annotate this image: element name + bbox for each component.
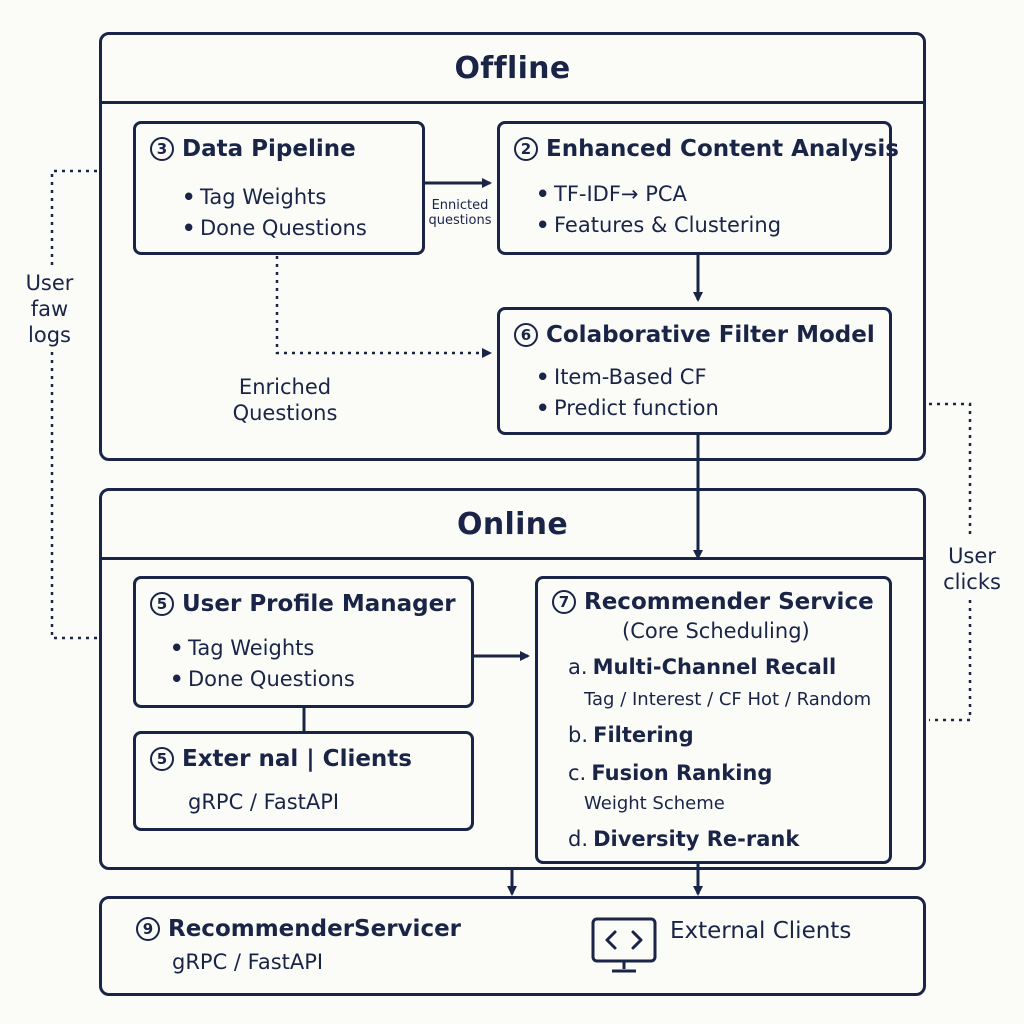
recall-step-detail: Tag / Interest / CF Hot / Random: [584, 689, 872, 710]
servicer-panel: [99, 896, 926, 996]
step-number-badge: 9: [136, 917, 160, 941]
code-monitor-icon: [590, 916, 658, 980]
offline-panel: Offline: [99, 32, 926, 461]
fusion-ranking-detail: Weight Scheme: [584, 793, 725, 814]
user-clicks-label: User clicks: [943, 544, 1001, 594]
list-item: •Predict function: [536, 396, 719, 420]
list-item: •Features & Clustering: [536, 213, 782, 237]
recommender-servicer-subtitle: gRPC / FastAPI: [172, 950, 324, 974]
recommender-servicer: 9 RecommenderServicer gRPC / FastAPI: [136, 916, 461, 974]
step-number-badge: 5: [150, 747, 174, 771]
filtering-step: b. Filtering: [568, 723, 694, 747]
step-number-badge: 2: [514, 137, 538, 161]
diversity-rerank-step: d. Diversity Re-rank: [568, 827, 800, 851]
dotted-user-logs-lower: [50, 352, 97, 640]
list-item: •Done Questions: [182, 216, 367, 240]
recommender-service-title: Recommender Service: [584, 589, 874, 615]
fusion-ranking-step: c. Fusion Ranking: [568, 761, 773, 785]
data-pipeline-list: •Tag Weights •Done Questions: [182, 182, 367, 244]
online-panel: Online: [99, 488, 926, 870]
list-item: •Tag Weights: [182, 185, 327, 209]
external-clients-footer-label: External Clients: [670, 918, 852, 944]
list-item: •TF-IDF→ PCA: [536, 182, 687, 206]
cf-model-title: Colaborative Filter Model: [546, 322, 875, 348]
recommender-servicer-title: RecommenderServicer: [168, 916, 462, 942]
list-item: •Done Questions: [170, 667, 355, 691]
external-clients-title: Exter nal | Clients: [182, 746, 412, 772]
data-pipeline-title: Data Pipeline: [182, 136, 356, 162]
enriched-questions-small-label: Ennicted questions: [428, 198, 492, 228]
list-item: •Tag Weights: [170, 636, 315, 660]
online-title: Online: [102, 491, 923, 560]
content-analysis-list: •TF-IDF→ PCA •Features & Clustering: [536, 179, 781, 241]
step-number-badge: 5: [150, 592, 174, 616]
external-clients-subtitle: gRPC / FastAPI: [188, 790, 340, 814]
recommender-service-subtitle: (Core Scheduling): [622, 619, 810, 643]
step-number-badge: 7: [552, 590, 576, 614]
user-profile-title: User Profile Manager: [182, 591, 456, 617]
content-analysis-box: 2 Enhanced Content Analysis •TF-IDF→ PCA…: [497, 121, 899, 255]
dotted-user-clicks: [929, 402, 972, 538]
user-raw-logs-label: User faw logs: [25, 271, 74, 347]
user-profile-box: 5 User Profile Manager •Tag Weights •Don…: [133, 576, 474, 708]
content-analysis-title: Enhanced Content Analysis: [546, 136, 899, 162]
offline-title: Offline: [102, 35, 923, 104]
dotted-user-logs: [50, 169, 97, 270]
list-item: •Item-Based CF: [536, 365, 707, 389]
recall-step: a. Multi-Channel Recall: [568, 655, 837, 679]
recommender-service-box: 7 Recommender Service (Core Scheduling) …: [535, 576, 892, 864]
step-number-badge: 3: [150, 137, 174, 161]
step-number-badge: 6: [514, 323, 538, 347]
external-clients-box: 5 Exter nal | Clients gRPC / FastAPI: [133, 731, 474, 831]
cf-model-list: •Item-Based CF •Predict function: [536, 362, 719, 424]
user-profile-list: •Tag Weights •Done Questions: [170, 633, 355, 695]
data-pipeline-box: 3 Data Pipeline •Tag Weights •Done Quest…: [133, 121, 425, 255]
cf-model-box: 6 Colaborative Filter Model •Item-Based …: [497, 307, 892, 435]
dotted-user-clicks-lower: [929, 600, 972, 722]
external-clients-footer: External Clients: [590, 916, 851, 980]
enriched-questions-label: Enriched Questions: [232, 375, 338, 425]
